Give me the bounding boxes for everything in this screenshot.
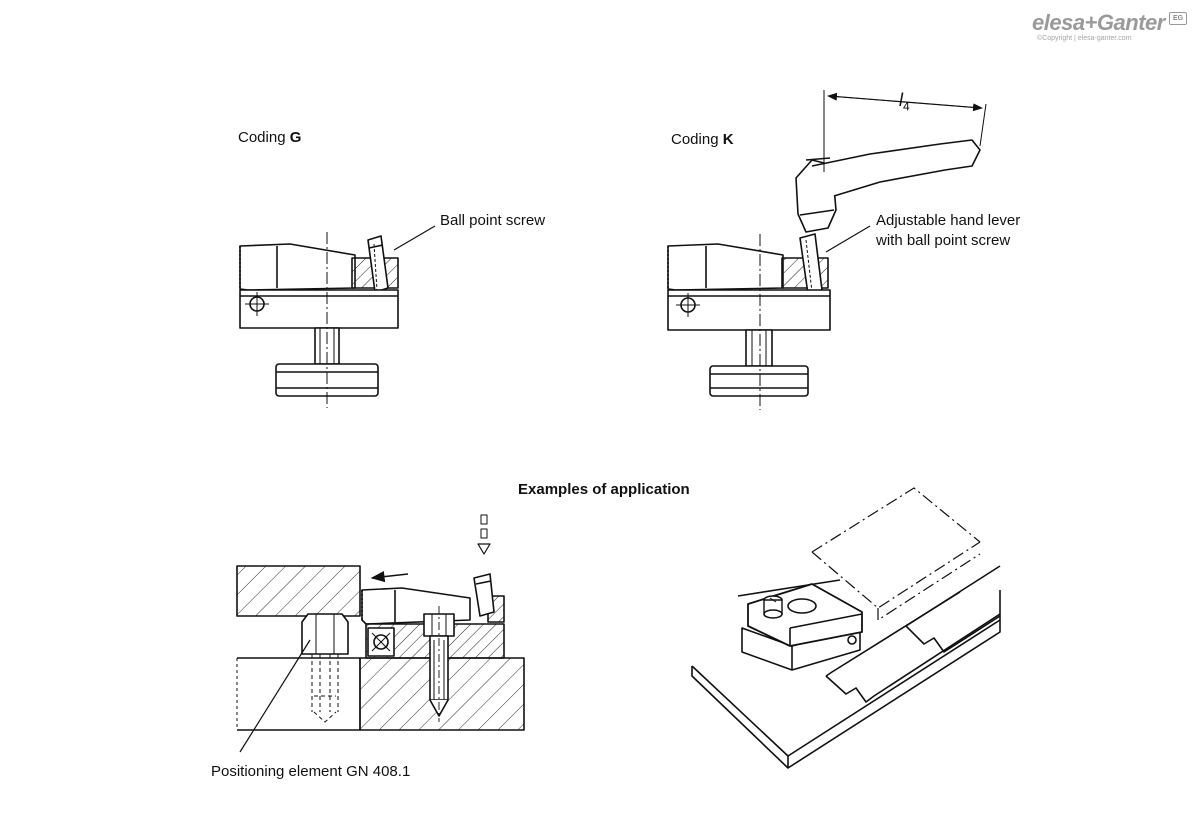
coding-g-code: G [289,129,302,146]
dimension-l4-sub: 4 [903,99,910,114]
positioning-element-label: Positioning element GN 408.1 [211,763,411,780]
coding-g-assembly [239,225,436,408]
brand-badge: EG [1169,12,1187,25]
brand-logo-text: elesa+Ganter [1032,10,1165,35]
dimension-l4-letter: l [899,90,903,110]
hand-lever-label-line1: Adjustable hand lever [876,212,1021,229]
coding-g-prefix: Coding [238,129,290,146]
coding-k-code: K [722,131,734,148]
hand-lever-label-line2: with ball point screw [876,232,1011,249]
coding-k-label: Coding K [671,130,734,150]
dimension-l4-label: l4 [899,90,910,114]
application-example-isometric [691,487,1001,769]
examples-title: Examples of application [518,481,690,498]
application-example-section [236,514,525,753]
coding-k-prefix: Coding [671,131,723,148]
coding-g-label: Coding G [238,128,301,148]
coding-k-assembly [667,90,987,410]
ball-point-screw-label: Ball point screw [440,212,546,229]
brand-copyright: ©Copyright | elesa-ganter.com [1037,35,1132,42]
brand-logo: elesa+Ganter ©Copyright | elesa-ganter.c… [1032,10,1187,46]
